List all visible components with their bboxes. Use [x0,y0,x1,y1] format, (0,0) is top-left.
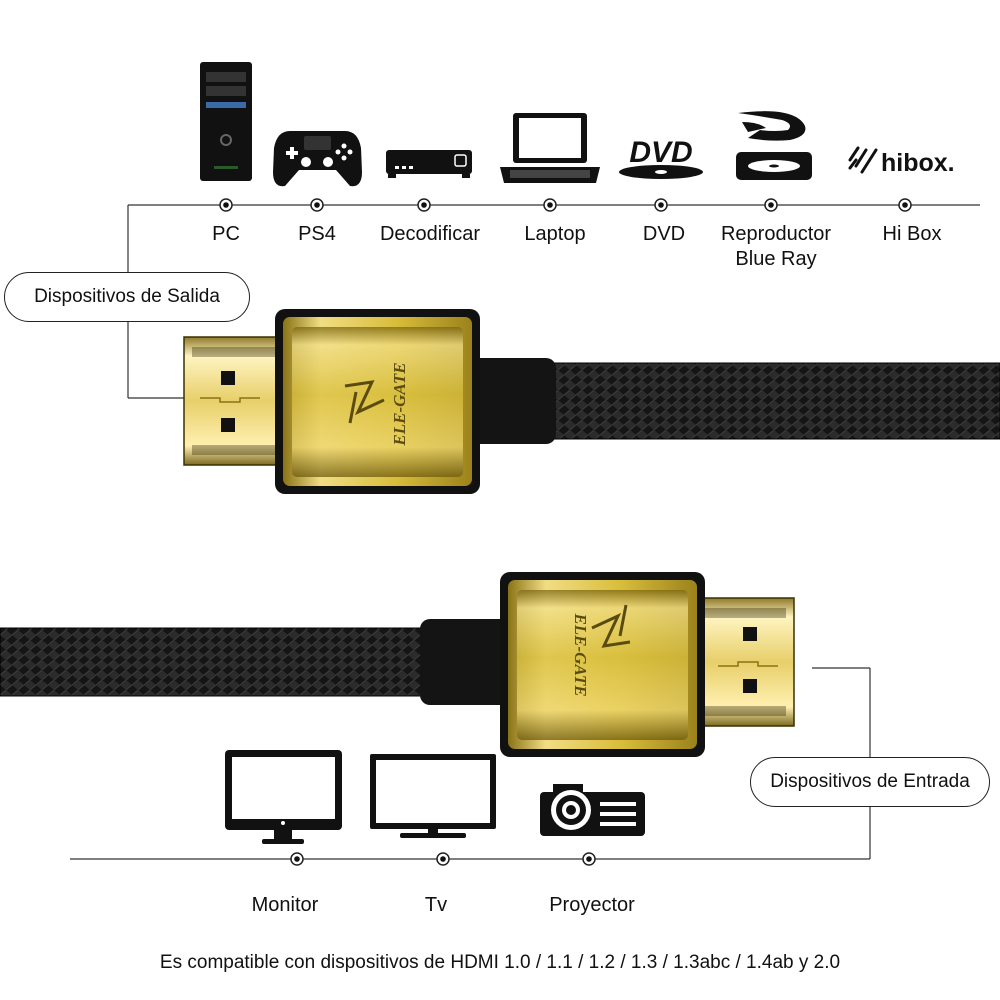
device-label-dvd: DVD [642,223,686,245]
hibox-logo-icon: hibox. [848,146,955,177]
device-label-tv: Tv [424,894,448,916]
hdmi-plug-top [183,336,281,466]
strain-relief-bottom [420,619,510,705]
brand-text-bottom: ELE-GATE [571,612,590,696]
device-label-ps4: PS4 [298,223,336,245]
braided-cable-top [470,363,1000,439]
hdmi-connector-top: ELE-GATE [183,309,1000,494]
strain-relief-top [470,358,556,444]
device-label-bluray: Reproductor Blue Ray [720,223,832,270]
hdmi-connector-bottom: ELE-GATE [0,572,795,757]
device-label-monitor: Monitor [251,894,319,916]
hibox-logo-text: hibox. [881,149,955,177]
tv-icon [370,754,496,838]
compatibility-note: Es compatible con dispositivos de HDMI 1… [159,952,841,973]
gamepad-icon [273,131,362,187]
output-bracket-dots [219,198,912,212]
device-label-hibox: Hi Box [882,223,942,245]
device-label-pc: PC [212,223,240,245]
pc-tower-icon [200,62,252,181]
laptop-icon [500,113,600,183]
set-top-box-icon [386,150,472,178]
device-label-laptop: Laptop [524,223,586,245]
projector-icon [540,784,645,836]
bluray-logo-icon [736,111,812,180]
dvd-logo-icon: DVD [619,136,703,179]
brand-logo-bottom [591,604,631,648]
device-label-decodificar: Decodificar [379,223,481,245]
monitor-icon [225,750,342,844]
input-group-title: Dispositivos de Entrada [750,757,990,807]
brand-text-top: ELE-GATE [390,362,409,446]
device-label-proyector: Proyector [549,894,635,916]
input-bracket-dots [290,852,596,866]
brand-logo-top [344,380,385,424]
output-group-title: Dispositivos de Salida [4,272,250,322]
dvd-logo-text: DVD [629,136,692,169]
